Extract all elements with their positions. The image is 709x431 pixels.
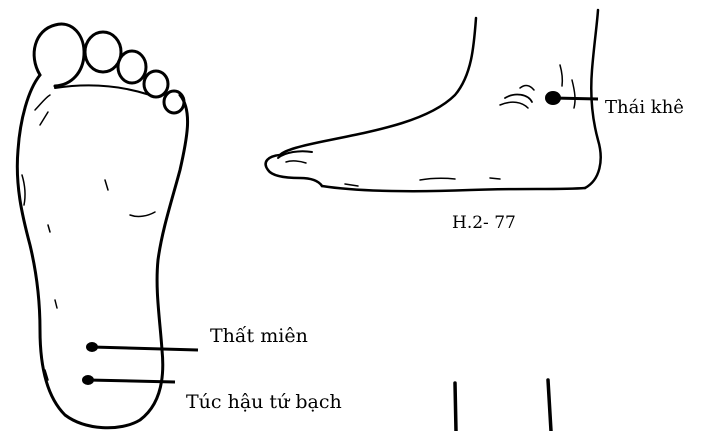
sole-acupoint-markers xyxy=(82,342,198,385)
sole-crease xyxy=(105,180,108,190)
side-acupoint-marker xyxy=(545,91,598,105)
that-mien-label: Thất miên xyxy=(210,325,308,347)
sole-crease xyxy=(22,175,25,205)
ankle-bone xyxy=(505,95,532,102)
sole-crease xyxy=(55,85,150,95)
next-figure-edge xyxy=(455,380,551,431)
sole-texture xyxy=(420,178,455,180)
foot-top-outline xyxy=(280,18,476,155)
big-toe xyxy=(34,24,84,86)
achilles-line xyxy=(560,65,562,86)
sole-crease xyxy=(130,212,155,216)
toe-3 xyxy=(118,51,146,83)
sole-crease xyxy=(35,95,50,110)
foot-sole-illustration xyxy=(17,24,187,428)
toe-2 xyxy=(85,32,121,72)
ankle-crease xyxy=(500,102,528,108)
thai-khe-label: Thái khê xyxy=(605,97,684,118)
toes-outline xyxy=(266,155,322,186)
toe-4 xyxy=(144,71,168,97)
sole-crease xyxy=(55,300,57,308)
sole-texture xyxy=(490,178,500,179)
sole-crease xyxy=(48,225,50,232)
sole-texture xyxy=(345,184,358,186)
leg-line-left xyxy=(455,383,456,431)
figure-caption: H.2- 77 xyxy=(452,213,516,233)
ankle-crease xyxy=(520,86,534,90)
leg-line-right xyxy=(548,380,551,431)
thai-khe-leader xyxy=(553,98,598,99)
foot-sole-line xyxy=(322,186,585,191)
sole-crease xyxy=(40,112,48,125)
toe-5 xyxy=(164,91,184,113)
toe-line xyxy=(286,161,306,163)
that-mien-leader xyxy=(92,347,198,350)
tuc-hau-tu-bach-label: Túc hậu tứ bạch xyxy=(186,391,342,413)
sole-outline xyxy=(17,75,187,428)
tuc-hau-tu-bach-leader xyxy=(88,380,175,382)
achilles-line xyxy=(572,80,575,108)
